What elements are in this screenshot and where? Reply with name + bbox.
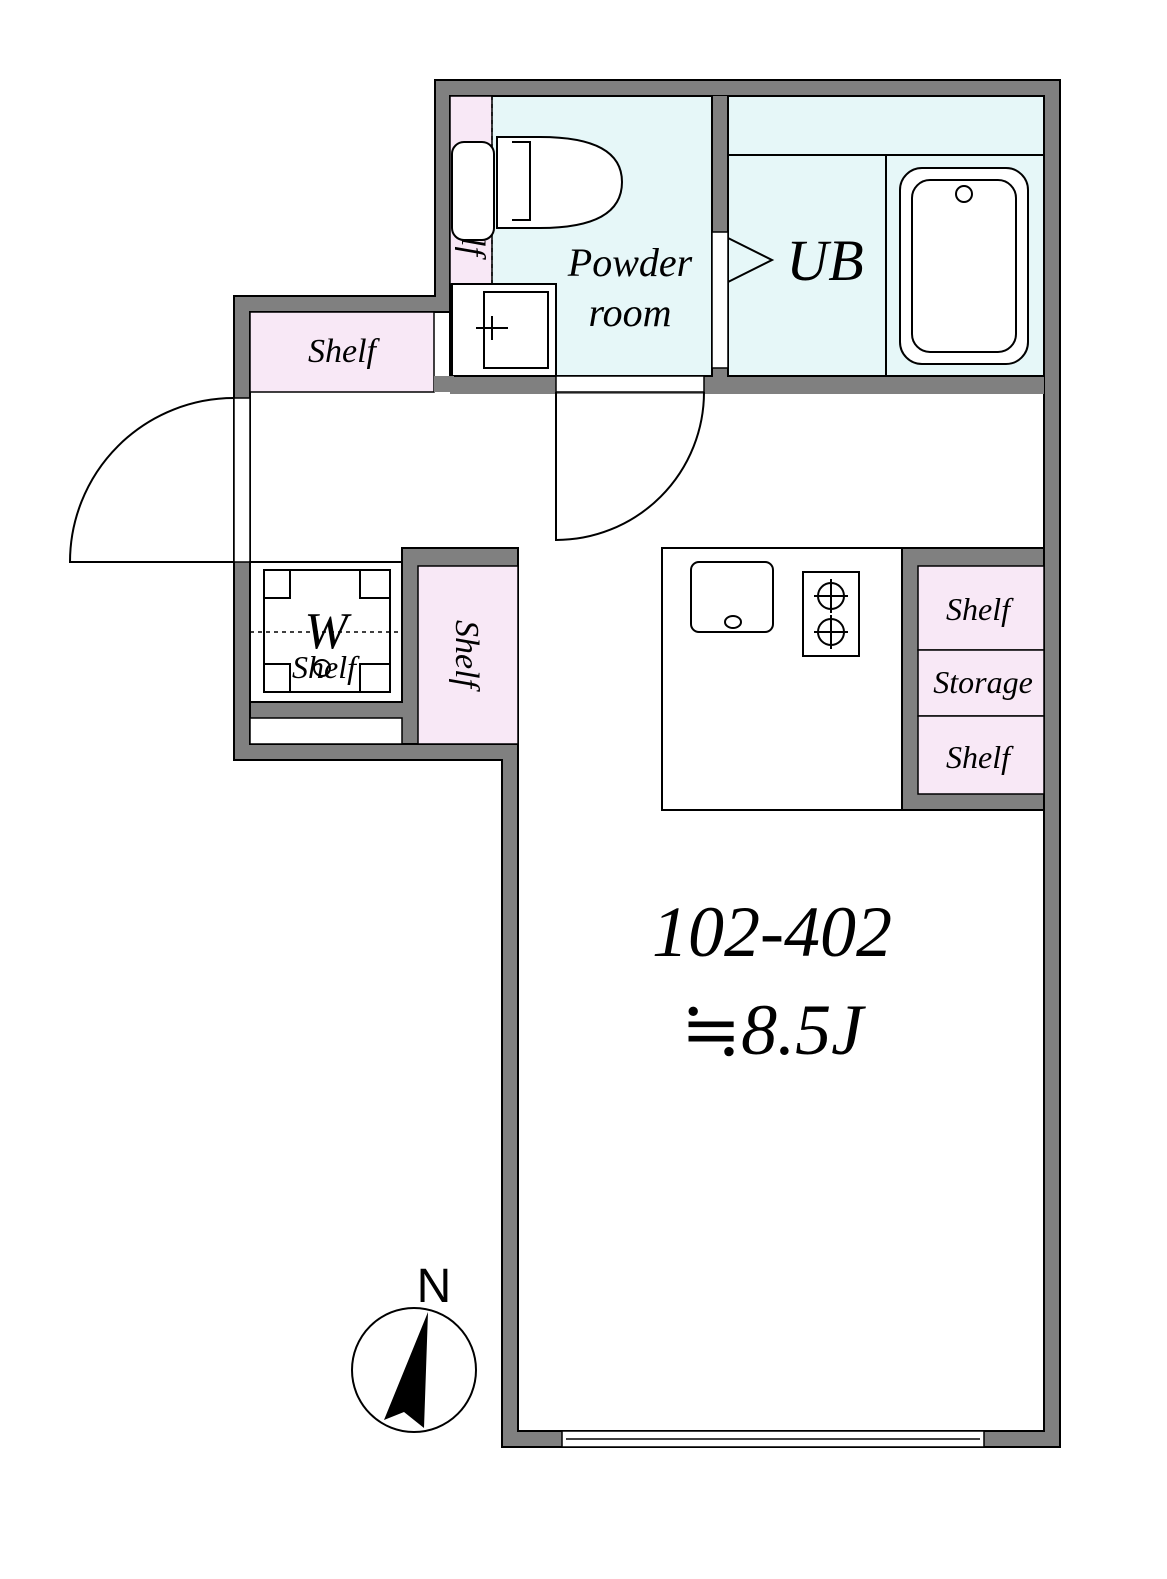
kitchen-shelf-bottom-label: Shelf	[946, 739, 1014, 775]
shelf-entry-wall	[434, 376, 454, 392]
kitchen-shelf-top	[917, 565, 1045, 651]
shelf-vertical-mid-label: Shelf	[448, 620, 485, 693]
unit-bath-label: UB	[786, 228, 863, 293]
toilet-icon	[451, 136, 624, 241]
bathtub-icon	[899, 167, 1029, 365]
shelf-vertical-mid	[417, 565, 519, 745]
shelf-entry	[249, 311, 435, 393]
unit-number: 102-402	[652, 892, 892, 972]
washbasin-icon	[451, 283, 557, 377]
powder-door-opening	[555, 375, 705, 393]
bath-door-arrow	[727, 237, 775, 283]
kitchen-storage-label: Storage	[933, 664, 1033, 700]
front-door-opening	[233, 397, 251, 563]
room-size: ≒8.5J	[681, 990, 866, 1070]
front-door-swing	[68, 397, 235, 563]
washer-icon	[263, 569, 391, 693]
washer-slot	[249, 717, 403, 745]
powder-room-label-line2: room	[589, 290, 672, 335]
kitchen-shelf-bottom	[917, 715, 1045, 795]
washer-label: W	[304, 603, 352, 660]
powder-door-swing	[555, 391, 705, 542]
shelf-entry-label: Shelf	[308, 333, 381, 370]
powder-room-label-line1: Powder	[567, 240, 693, 285]
compass: N	[351, 1260, 477, 1433]
balcony-window	[561, 1430, 985, 1448]
kitchen-shelf-top-label: Shelf	[946, 591, 1014, 627]
shelf-washer-label: Shelf	[292, 649, 360, 685]
kitchen-storage	[917, 649, 1045, 717]
stove-icon	[802, 571, 860, 657]
compass-north-label: N	[417, 1260, 452, 1313]
bath-door-frame	[711, 231, 729, 369]
compass-needle-icon	[384, 1312, 428, 1428]
sink-icon	[690, 561, 774, 633]
